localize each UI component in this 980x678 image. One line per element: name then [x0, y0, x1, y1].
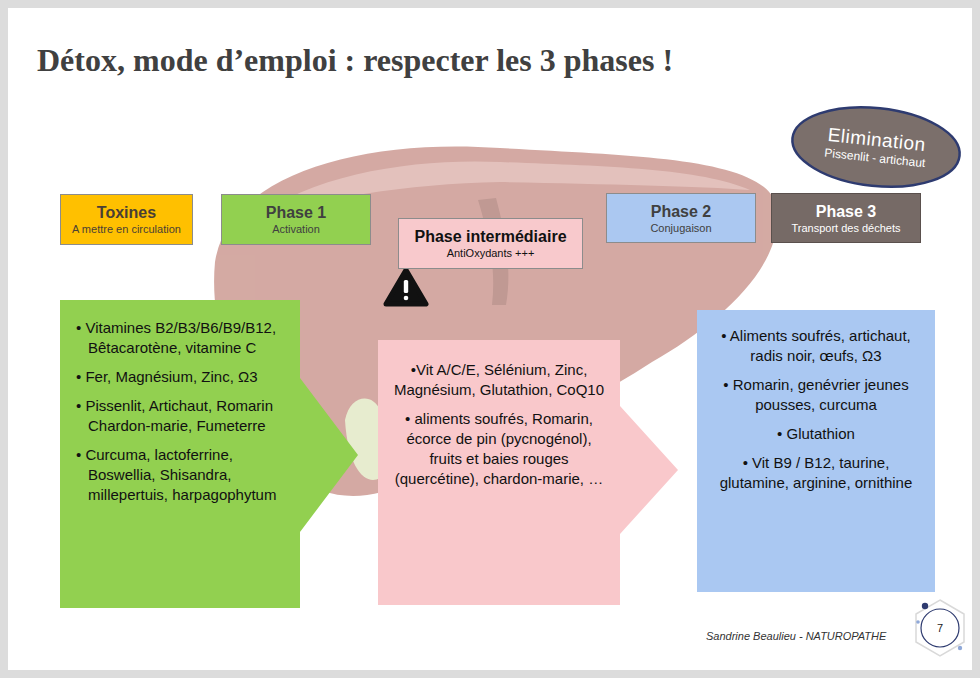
badge-dot — [916, 620, 920, 624]
phase-header-box: ToxinesA mettre en circulation — [60, 194, 193, 245]
phase-header-box: Phase 3Transport des déchets — [771, 193, 921, 243]
box-subtitle: Transport des déchets — [791, 221, 900, 235]
badge-dot — [922, 603, 928, 609]
author-footer: Sandrine Beaulieu - NATUROPATHE — [706, 630, 886, 642]
circle-outline — [921, 609, 959, 647]
list-item: •Vit A/C/E, Sélénium, Zinc, Magnésium, G… — [392, 360, 606, 400]
list-item: • aliments soufrés, Romarin, écorce de p… — [392, 409, 606, 489]
box-subtitle: AntiOxydants +++ — [447, 246, 535, 260]
box-subtitle: A mettre en circulation — [72, 222, 181, 236]
page-number-circle: 7 — [920, 608, 960, 648]
list-item: • Vitamines B2/B3/B6/B9/B12, Bêtacarotèn… — [76, 318, 288, 358]
list-item: • Glutathion — [711, 424, 921, 444]
badge-dot — [958, 646, 962, 650]
phase-header-box: Phase 2Conjugaison — [606, 193, 756, 243]
box-subtitle: Conjugaison — [650, 221, 711, 235]
box-heading: 7 — [937, 622, 943, 635]
badge-hexagon — [916, 600, 964, 656]
list-item: • Pissenlit, Artichaut, Romarin Chardon-… — [76, 396, 288, 436]
list-item: • Fer, Magnésium, Zinc, Ω3 — [76, 367, 288, 387]
gallbladder-shape — [345, 399, 380, 480]
node-content: Phase 3Transport des déchets — [772, 194, 920, 242]
warning-symbol — [386, 270, 426, 304]
warning-dot — [404, 296, 409, 301]
slide-frame — [4, 4, 976, 674]
node-content: 7 — [920, 608, 960, 648]
arrow-list-box: • Vitamines B2/B3/B6/B9/B12, Bêtacarotèn… — [60, 300, 358, 608]
ellipse-outline — [788, 99, 963, 194]
slide-title: Détox, mode d’emploi : respecter les 3 p… — [37, 42, 673, 79]
page-badge-decoration — [916, 600, 964, 656]
node-content: • Vitamines B2/B3/B6/B9/B12, Bêtacarotèn… — [60, 300, 358, 608]
warning-triangle — [386, 270, 426, 304]
node-content: Phase intermédiaireAntiOxydants +++ — [399, 219, 582, 268]
phase-header-box: Phase intermédiaireAntiOxydants +++ — [398, 218, 583, 269]
arrow-outline — [60, 300, 358, 608]
list-box: • Aliments soufrés, artichaut, radis noi… — [697, 310, 935, 592]
box-subtitle: Activation — [272, 222, 320, 236]
box-heading: Toxines — [97, 203, 156, 222]
box-heading: Phase intermédiaire — [414, 227, 566, 246]
list-item: • Romarin, genévrier jeunes pousses, cur… — [711, 375, 921, 415]
node-content: ToxinesA mettre en circulation — [61, 195, 192, 244]
box-heading: Phase 2 — [651, 202, 711, 221]
list-item: • Aliments soufrés, artichaut, radis noi… — [711, 326, 921, 366]
warning-bar — [404, 280, 408, 293]
node-content: Phase 1Activation — [222, 195, 370, 244]
arrow-outline — [378, 340, 678, 605]
arrow-list-box: •Vit A/C/E, Sélénium, Zinc, Magnésium, G… — [378, 340, 678, 605]
box-heading: Phase 1 — [266, 203, 326, 222]
node-content: •Vit A/C/E, Sélénium, Zinc, Magnésium, G… — [378, 340, 678, 605]
list-item: • Curcuma, lactoferrine, Boswellia, Shis… — [76, 445, 288, 505]
node-content: • Aliments soufrés, artichaut, radis noi… — [697, 310, 935, 592]
node-content: Phase 2Conjugaison — [607, 194, 755, 242]
box-heading: Phase 3 — [816, 202, 876, 221]
phase-header-box: Phase 1Activation — [221, 194, 371, 245]
list-item: • Vit B9 / B12, taurine, glutamine, argi… — [711, 453, 921, 493]
